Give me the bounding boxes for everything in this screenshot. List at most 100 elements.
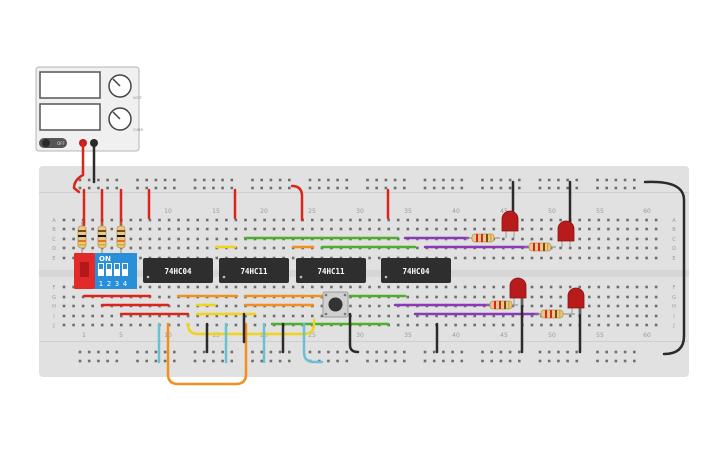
breadboard-hole <box>139 218 142 222</box>
breadboard-hole <box>454 256 457 260</box>
breadboard-hole <box>167 227 171 231</box>
breadboard-hole <box>308 350 312 354</box>
breadboard-hole <box>511 256 515 260</box>
breadboard-hole <box>481 186 484 190</box>
push-button-cap[interactable] <box>328 297 343 312</box>
wire-orange-loop[interactable] <box>166 322 248 386</box>
breadboard-hole <box>597 237 601 241</box>
led-3[interactable] <box>509 277 527 305</box>
breadboard-hole <box>607 237 610 241</box>
breadboard-hole <box>145 359 148 363</box>
breadboard-hole <box>158 218 161 222</box>
breadboard-hole <box>463 218 467 222</box>
breadboard-hole <box>260 350 263 354</box>
breadboard-hole <box>221 186 224 190</box>
wire-black-gnd-4[interactable] <box>348 312 360 354</box>
breadboard-hole <box>518 186 521 190</box>
breadboard-hole <box>508 359 512 363</box>
chip-2[interactable]: 74HC11 <box>219 258 289 283</box>
breadboard-hole <box>540 256 543 260</box>
resistor-led-1[interactable] <box>466 233 500 243</box>
breadboard-hole <box>260 178 263 182</box>
dip-toggle-4[interactable] <box>122 263 128 276</box>
breadboard-hole <box>511 323 515 327</box>
led-1[interactable] <box>501 210 519 238</box>
resistor-led-2[interactable] <box>524 242 556 252</box>
led-2[interactable] <box>557 220 575 247</box>
breadboard-hole <box>301 314 304 318</box>
resistors[interactable] <box>77 222 575 319</box>
breadboard-hole <box>278 186 282 190</box>
breadboard-hole <box>481 359 484 363</box>
breadboard-hole <box>518 359 521 363</box>
breadboard-hole <box>196 237 199 241</box>
breadboard-hole <box>444 218 448 222</box>
dip-toggle-1[interactable] <box>98 263 104 276</box>
resistor-3[interactable] <box>116 222 126 262</box>
breadboard-hole <box>387 314 390 318</box>
breadboard-hole <box>154 186 158 190</box>
breadboard-hole <box>614 178 618 182</box>
row-letter-h-right: H <box>672 304 676 310</box>
breadboard-hole <box>173 178 176 182</box>
breadboard-hole <box>193 178 197 182</box>
row-letter-e: E <box>52 256 55 262</box>
breadboard-hole <box>530 227 534 231</box>
breadboard-hole <box>454 285 457 289</box>
dip-toggle-3[interactable] <box>114 263 120 276</box>
dip-toggle-2[interactable] <box>106 263 112 276</box>
breadboard-hole <box>549 323 553 327</box>
breadboard-hole <box>87 359 91 363</box>
breadboard-hole <box>139 314 142 318</box>
breadboard-hole <box>272 285 276 289</box>
breadboard-hole <box>463 285 467 289</box>
power-lead-positive[interactable] <box>72 141 85 194</box>
breadboard-hole <box>530 304 534 308</box>
power-supply[interactable]: VOLT CURR OFF <box>35 66 143 152</box>
breadboard-hole <box>416 314 419 318</box>
breadboard-hole <box>654 256 658 260</box>
breadboard-hole <box>263 218 266 222</box>
breadboard-hole <box>578 218 581 222</box>
wire-cyan-4[interactable] <box>302 322 324 364</box>
breadboard-hole <box>463 295 467 299</box>
chip-label: 74HC11 <box>317 267 345 276</box>
breadboard-hole <box>215 285 219 289</box>
breadboard-hole <box>568 314 572 318</box>
breadboard-hole <box>72 246 75 250</box>
breadboard-hole <box>263 246 266 250</box>
dip-switch[interactable]: ON 1 2 3 4 <box>74 253 137 289</box>
breadboard-hole <box>588 285 591 289</box>
wires[interactable] <box>72 141 686 386</box>
wire-black-rail-jumper[interactable] <box>643 180 686 356</box>
breadboard-hole <box>538 178 542 182</box>
chip-4[interactable]: 74HC04 <box>381 258 451 283</box>
breadboard-hole <box>129 314 133 318</box>
breadboard-hole <box>97 178 100 182</box>
breadboard-hole <box>136 178 139 182</box>
breadboard-hole <box>263 227 266 231</box>
resistor-2[interactable] <box>97 222 107 262</box>
breadboard-hole <box>645 304 648 308</box>
breadboard-hole <box>635 218 639 222</box>
wire-red-rail-6[interactable] <box>290 184 304 222</box>
breadboard-hole <box>368 256 371 260</box>
breadboard-hole <box>406 323 410 327</box>
breadboard-hole <box>244 227 247 231</box>
breadboard-hole <box>557 350 560 354</box>
resistor-led-4[interactable] <box>535 309 575 319</box>
breadboard-hole <box>406 295 410 299</box>
resistor-led-3[interactable] <box>486 300 518 310</box>
chip-3[interactable]: 74HC11 <box>296 258 366 283</box>
breadboard-hole <box>278 359 282 363</box>
chip-1[interactable]: 74HC04 <box>143 258 213 283</box>
resistor-1[interactable] <box>77 222 87 262</box>
leds[interactable] <box>501 210 585 314</box>
chip-body <box>296 258 366 283</box>
led-4[interactable] <box>567 287 585 314</box>
breadboard-hole <box>406 227 410 231</box>
chips[interactable]: 74HC04 74HC11 74HC11 74HC04 <box>143 258 451 283</box>
push-button[interactable] <box>322 291 349 318</box>
breadboard-hole <box>288 186 291 190</box>
